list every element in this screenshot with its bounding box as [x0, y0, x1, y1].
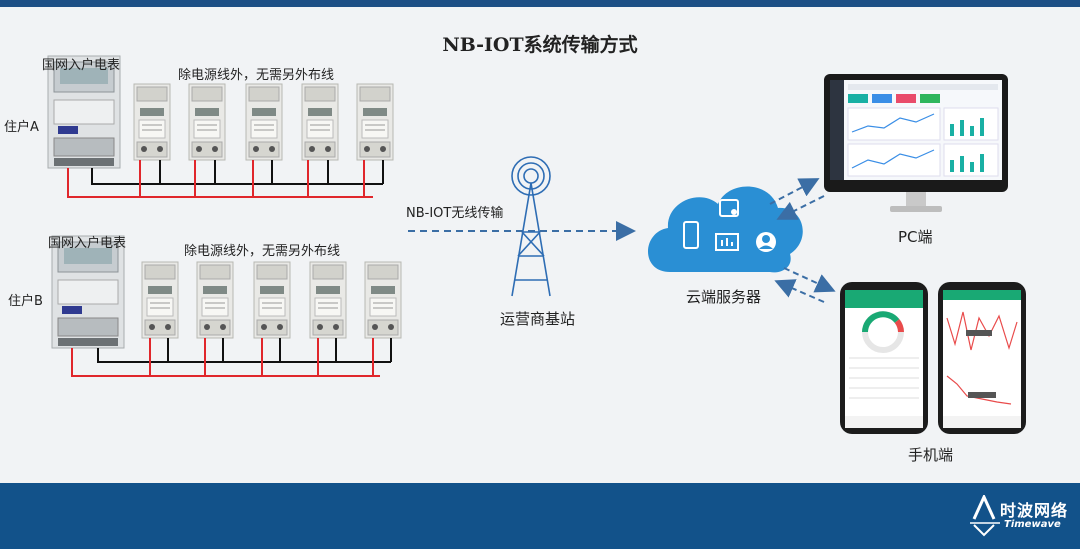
top-accent-bar — [0, 0, 1080, 7]
sub-meter-a3 — [245, 83, 283, 161]
brand-mark-icon — [970, 495, 1000, 537]
monitor-chart-icon — [715, 233, 739, 251]
main-meter-b — [51, 235, 125, 349]
base-station-label: 运营商基站 — [500, 310, 576, 328]
brand-name-cn: 时波网络 — [1000, 501, 1069, 520]
main-meter-a-label: 国网入户电表 — [42, 58, 121, 73]
window-icon — [719, 199, 739, 217]
household-a-group — [47, 55, 394, 198]
household-b-group — [51, 235, 402, 377]
cloud-server-icon — [648, 186, 803, 273]
sub-meter-b5 — [364, 261, 402, 339]
diagram-title: NB-IOT系统传输方式 — [442, 34, 638, 56]
main-meter-b-label: 国网入户电表 — [48, 236, 127, 251]
sub-meter-b2 — [196, 261, 234, 339]
resident-a-label: 住户A — [4, 120, 39, 135]
mobile-to-cloud-arrow — [774, 279, 825, 303]
phone-icon — [683, 221, 699, 249]
sub-meter-a1 — [133, 83, 171, 161]
wiring-note-b: 除电源线外，无需另外布线 — [184, 244, 341, 259]
mobile-phone-left — [840, 282, 928, 434]
sub-meter-b1 — [141, 261, 179, 339]
wiring-b — [71, 338, 392, 377]
mobile-label: 手机端 — [908, 446, 954, 464]
sub-meter-a4 — [301, 83, 339, 161]
sub-meter-a2 — [188, 83, 226, 161]
brand-logo: 时波网络 Timewave — [970, 495, 1070, 537]
cloud-server-label: 云端服务器 — [686, 288, 762, 306]
wiring-note-a: 除电源线外，无需另外布线 — [178, 68, 335, 83]
mobile-phone-right — [938, 282, 1026, 434]
sub-meter-a5 — [356, 83, 394, 161]
cloud-to-pc-arrow — [769, 178, 820, 205]
pc-monitor-icon — [824, 74, 1008, 212]
pc-label: PC端 — [898, 228, 933, 246]
wireless-label: NB-IOT无线传输 — [406, 206, 504, 221]
sub-meter-b4 — [309, 261, 347, 339]
sub-meter-b3 — [253, 261, 291, 339]
pc-to-cloud-arrow — [776, 195, 825, 220]
resident-b-label: 住户B — [8, 294, 43, 309]
base-station-icon — [511, 156, 551, 297]
footer-bar — [0, 483, 1080, 549]
cloud-to-mobile-arrow — [783, 267, 836, 293]
brand-name-en: Timewave — [1004, 519, 1061, 530]
wiring-a — [67, 160, 384, 198]
